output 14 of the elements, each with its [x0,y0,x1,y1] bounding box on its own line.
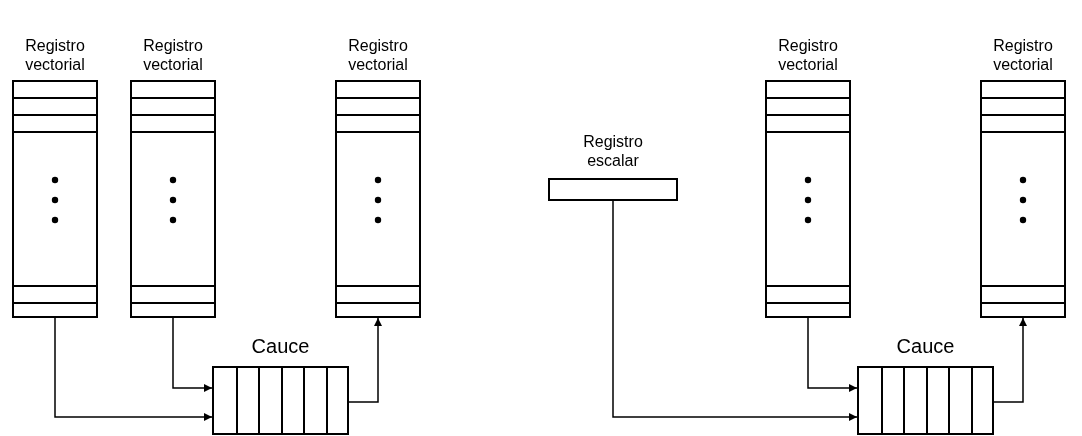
arrow [612,200,858,421]
arrow [993,317,1027,403]
arrow [54,317,213,421]
arrow [172,317,213,392]
register-label: Registro escalar [582,131,644,170]
register-label: Registro vectorial [777,35,839,74]
register-label: Cauce [250,334,311,358]
arrow [348,317,382,403]
register-label: Registro vectorial [24,35,86,74]
register-label: Cauce [895,334,956,358]
register-label: Registro vectorial [992,35,1054,74]
register-label: Registro vectorial [347,35,409,74]
arrow [807,317,858,392]
register-label: Registro vectorial [142,35,204,74]
